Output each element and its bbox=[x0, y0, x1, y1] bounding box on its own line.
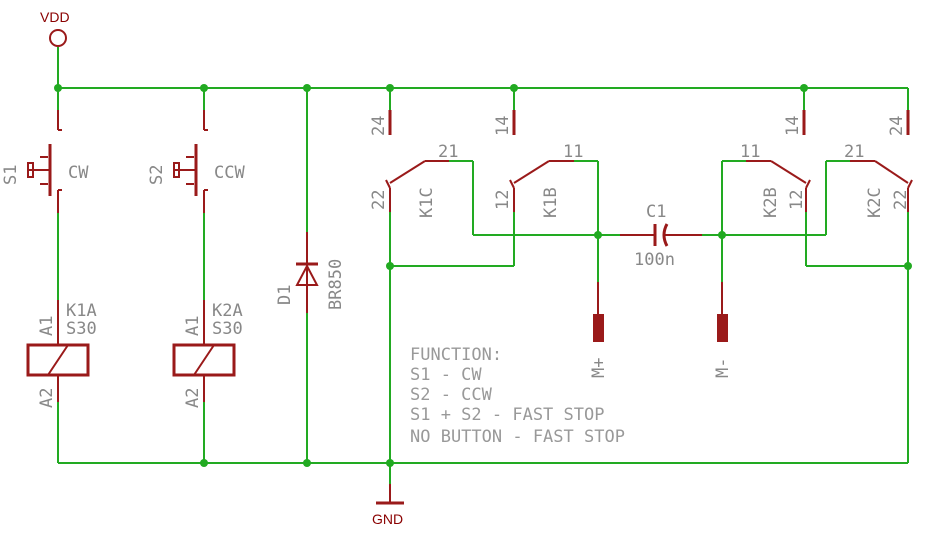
diode-d1: D1 BR850 bbox=[275, 232, 346, 313]
relay-coil-k1a: K1A S30 A1 A2 bbox=[26, 300, 97, 408]
note-line-4: S1 + S2 - FAST STOP bbox=[410, 405, 604, 425]
k2c-pin-no: 24 bbox=[887, 116, 907, 136]
s1-ref: S1 bbox=[1, 165, 21, 185]
switch-s1: S1 CW bbox=[1, 110, 89, 213]
k2a-ref: K2A bbox=[212, 301, 243, 321]
c1-value: 100n bbox=[634, 250, 675, 270]
k1b-pin-com: 11 bbox=[563, 142, 583, 162]
k2b-pin-com: 11 bbox=[740, 142, 760, 162]
gnd-label: GND bbox=[372, 511, 403, 527]
motor-terminal-plus: M+ bbox=[589, 282, 609, 378]
vdd-symbol: VDD bbox=[40, 9, 70, 47]
junctions bbox=[54, 84, 912, 467]
k2b-ref: K2B bbox=[761, 187, 781, 218]
k2a-pin-a2: A2 bbox=[183, 388, 203, 408]
capacitor-c1: C1 100n bbox=[620, 202, 702, 270]
k1c-pin-com: 21 bbox=[438, 142, 458, 162]
note-line-2: S1 - CW bbox=[410, 365, 482, 385]
m-plus-label: M+ bbox=[589, 358, 609, 378]
relay-contact-k2b: 14 11 12 K2B bbox=[740, 110, 811, 218]
k1c-pin-no: 24 bbox=[369, 116, 389, 136]
k1a-ref: K1A bbox=[66, 301, 97, 321]
k1c-pin-nc: 22 bbox=[369, 190, 389, 210]
k2b-pin-no: 14 bbox=[783, 116, 803, 136]
k1b-ref: K1B bbox=[541, 187, 561, 218]
relay-contact-k2c: 24 21 22 K2C bbox=[844, 110, 913, 218]
s1-value: CW bbox=[68, 163, 89, 183]
k2a-value: S30 bbox=[212, 319, 243, 339]
wires bbox=[57, 47, 909, 484]
note-line-1: FUNCTION: bbox=[410, 345, 502, 365]
relay-contact-k1c: 24 21 22 K1C bbox=[369, 110, 458, 218]
k1b-pin-nc: 12 bbox=[493, 190, 513, 210]
s2-value: CCW bbox=[214, 163, 245, 183]
k2a-pin-a1: A1 bbox=[183, 316, 203, 336]
k2c-pin-com: 21 bbox=[844, 142, 864, 162]
relay-contact-k1b: 14 11 12 K1B bbox=[493, 110, 583, 218]
relay-coil-k2a: K2A S30 A1 A2 bbox=[172, 300, 243, 408]
c1-ref: C1 bbox=[646, 202, 666, 222]
k1b-pin-no: 14 bbox=[493, 116, 513, 136]
switch-s2: S2 CCW bbox=[147, 110, 245, 213]
k1a-value: S30 bbox=[66, 319, 97, 339]
gnd-symbol: GND bbox=[372, 484, 404, 527]
motor-terminal-minus: M- bbox=[713, 282, 733, 378]
vdd-label: VDD bbox=[40, 9, 70, 25]
m-minus-label: M- bbox=[713, 358, 733, 378]
k2b-pin-nc: 12 bbox=[787, 190, 807, 210]
function-notes: FUNCTION: S1 - CW S2 - CCW S1 + S2 - FAS… bbox=[410, 345, 625, 447]
note-line-5: NO BUTTON - FAST STOP bbox=[410, 427, 625, 447]
k1c-ref: K1C bbox=[417, 187, 437, 218]
note-line-3: S2 - CCW bbox=[410, 385, 493, 405]
s2-ref: S2 bbox=[147, 165, 167, 185]
k1a-pin-a1: A1 bbox=[37, 316, 57, 336]
k2c-pin-nc: 22 bbox=[891, 190, 911, 210]
d1-ref: D1 bbox=[275, 285, 295, 305]
k2c-ref: K2C bbox=[865, 187, 885, 218]
d1-value: BR850 bbox=[326, 259, 346, 310]
k1a-pin-a2: A2 bbox=[37, 388, 57, 408]
